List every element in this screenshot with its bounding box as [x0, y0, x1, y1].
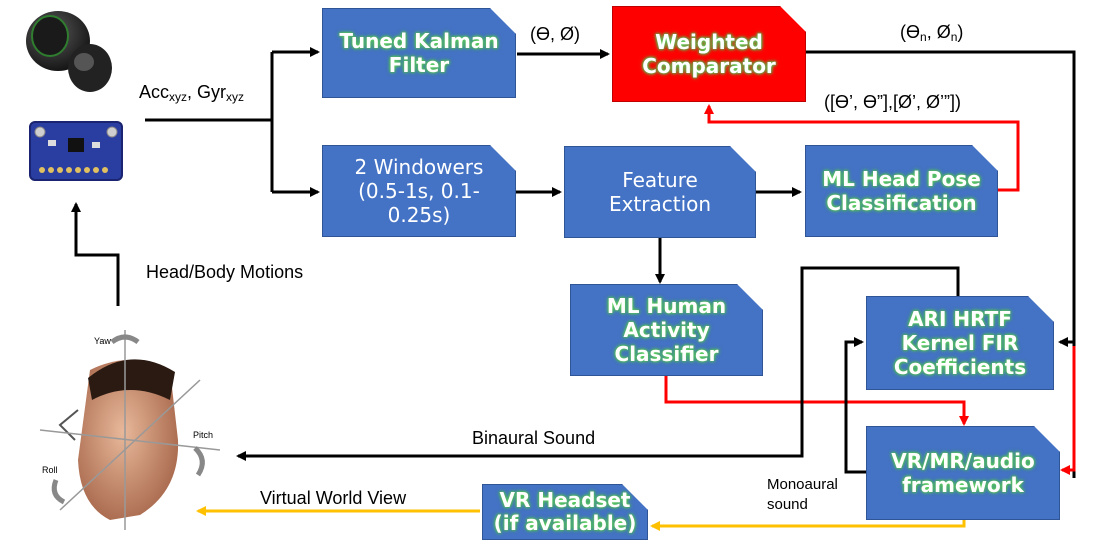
comp-out-sub1: n [920, 30, 927, 44]
acc-text: Acc [139, 82, 170, 102]
comp-out-b: , Ø [926, 22, 951, 42]
gyr-subscript: xyz [226, 90, 245, 104]
human-head-axes-icon [39, 330, 221, 530]
vr-mr-audio-framework-label: VR/MR/audio framework [891, 449, 1035, 497]
virtual-world-view-label: Virtual World View [260, 488, 407, 508]
yaw-label: Yaw [94, 336, 111, 346]
ari-hrtf-box: ARI HRTF Kernel FIR Coefficients [866, 296, 1054, 390]
comp-out-a: (ϴ [900, 22, 920, 42]
comparator-output-line [806, 50, 1076, 478]
ml-human-activity-label: ML Human Activity Classifier [606, 294, 727, 366]
vr-headset-box: VR Headset (if available) [482, 484, 648, 540]
acc-subscript: xyz [169, 90, 188, 104]
earbud-icon [26, 11, 112, 92]
arrow-har-framework [664, 376, 969, 426]
roll-label: Roll [42, 465, 58, 475]
weighted-comparator-box: Weighted Comparator [612, 6, 806, 102]
ari-hrtf-label: ARI HRTF Kernel FIR Coefficients [893, 307, 1027, 379]
arrow-framework-headset [650, 520, 966, 531]
comp-out-c: ) [957, 22, 964, 42]
head-body-motions-label: Head/Body Motions [146, 262, 304, 282]
arrow-binaural-sound [236, 266, 960, 461]
arrow-head-motions [71, 202, 120, 306]
vr-mr-audio-framework-box: VR/MR/audio framework [866, 426, 1060, 520]
ml-head-pose-label: ML Head Pose Classification [822, 167, 981, 215]
arrow-to-framework [1060, 346, 1076, 475]
imu-sensor-board-icon [29, 121, 123, 181]
acc-gyr-label: Accxyz, Gyrxyz [139, 82, 244, 104]
arrow-monoaural-loop [844, 337, 866, 474]
gyr-text: , Gyr [187, 82, 227, 102]
pitch-label: Pitch [193, 430, 214, 440]
ml-human-activity-box: ML Human Activity Classifier [570, 284, 763, 376]
windowers-box: 2 Windowers (0.5-1s, 0.1- 0.25s) [322, 145, 516, 237]
tuned-kalman-filter-box: Tuned Kalman Filter [322, 8, 516, 98]
windowers-label: 2 Windowers (0.5-1s, 0.1- 0.25s) [354, 155, 484, 227]
ml-pose-output-label: ([ϴ’, ϴ”],[Ø’, Ø’”]) [824, 92, 961, 112]
feature-extraction-label: Feature Extraction [608, 168, 712, 216]
arrow-headpose-comparator [704, 104, 1020, 192]
tuned-kalman-filter-label: Tuned Kalman Filter [339, 29, 499, 77]
weighted-comparator-label: Weighted Comparator [642, 30, 776, 78]
ml-head-pose-box: ML Head Pose Classification [805, 145, 998, 237]
binaural-sound-label: Binaural Sound [472, 428, 596, 448]
feature-extraction-box: Feature Extraction [564, 146, 756, 238]
comparator-output-label: (ϴn, Øn) [900, 22, 963, 44]
vr-headset-label: VR Headset (if available) [493, 488, 637, 535]
monoaural-sound-label: Monoaural sound [767, 476, 838, 513]
kalman-output-label: (ϴ, Ø) [530, 24, 580, 44]
comp-out-sub2: n [950, 30, 958, 44]
